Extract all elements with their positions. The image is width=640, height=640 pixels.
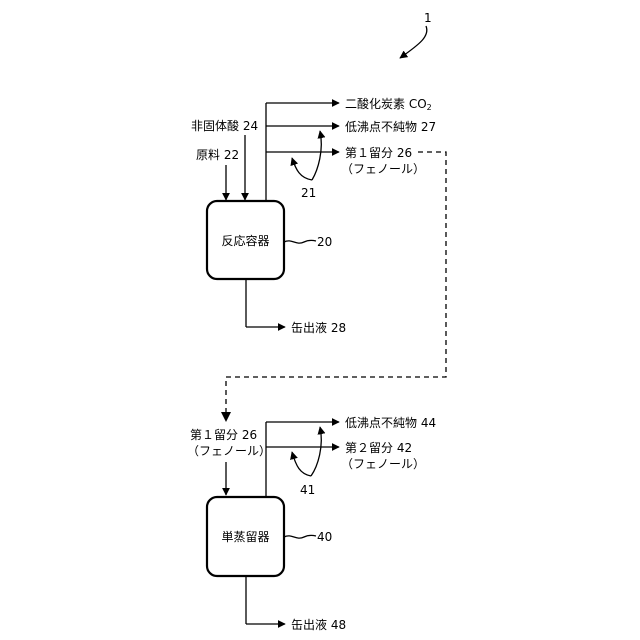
distiller-input-note: （フェノール） — [187, 444, 271, 458]
ref41-label: 41 — [300, 483, 315, 497]
fraction1-note: （フェノール） — [341, 162, 425, 176]
distiller-low-bp-label: 低沸点不純物 44 — [345, 416, 436, 430]
distiller-label: 単蒸留器 — [221, 530, 269, 544]
ref21-arrow-right — [312, 131, 321, 180]
distiller-bottoms-label: 缶出液 48 — [291, 617, 346, 632]
transfer-arrowhead — [221, 412, 231, 422]
raw-material-label: 原料 22 — [196, 148, 239, 162]
fraction2-note: （フェノール） — [341, 457, 425, 471]
reactor-leader-line — [284, 240, 316, 243]
low-bp-impurity-label: 低沸点不純物 27 — [345, 120, 436, 134]
distiller-input-label: 第１留分 26 — [190, 428, 257, 442]
figure-ref-arrow — [400, 26, 427, 58]
reactor-ref: 20 — [317, 235, 332, 249]
solid-acid-label: 非固体酸 24 — [191, 118, 258, 133]
reactor-label: 反応容器 — [221, 233, 269, 248]
ref21-label: 21 — [301, 186, 316, 200]
figure-ref-label: 1 — [424, 11, 432, 25]
ref41-arrow-left — [292, 452, 311, 476]
ref41-arrow-right — [311, 427, 321, 476]
distiller-ref: 40 — [317, 530, 332, 544]
fraction2-label: 第２留分 42 — [345, 441, 412, 455]
co2-label: 二酸化炭素 CO2 — [345, 96, 432, 112]
reactor-bottoms-label: 缶出液 28 — [291, 320, 346, 335]
fraction1-transfer-dashed-line — [226, 152, 446, 417]
distiller-leader-line — [284, 535, 316, 538]
fraction1-label: 第１留分 26 — [345, 146, 412, 160]
ref21-arrow-left — [292, 158, 312, 180]
